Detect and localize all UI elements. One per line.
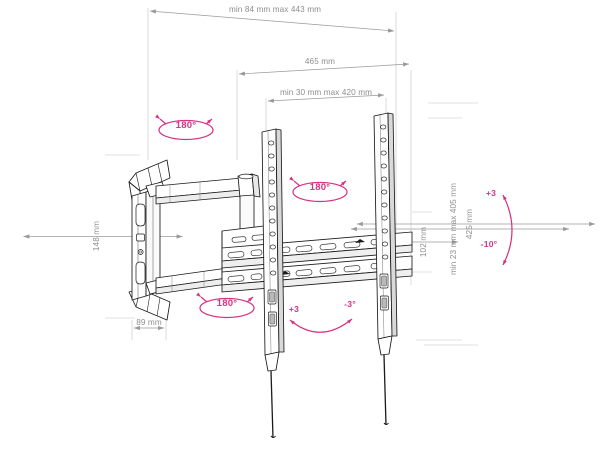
dim-label-plate-height: 148 mm bbox=[92, 221, 101, 251]
horizontal-crossbars bbox=[221, 231, 413, 293]
dim-label-plate-depth: 89 mm bbox=[136, 318, 162, 327]
vertical-rail-left bbox=[261, 128, 285, 439]
annotation-swivel-bottom: 180° bbox=[196, 292, 255, 319]
annotation-tilt-arc: +3 -10° bbox=[481, 188, 513, 266]
annotation-label-tilt-minus: -10° bbox=[481, 239, 498, 249]
vertical-rail-right bbox=[373, 112, 398, 426]
annotation-label-tilt-plus: +3 bbox=[486, 188, 496, 198]
annotation-label-swivel-bottom: 180° bbox=[217, 298, 238, 309]
dim-label-depth-max: min 84 mm max 443 mm bbox=[229, 5, 321, 14]
dim-label-vesa-height: min 23 mm max 405 mm bbox=[449, 183, 458, 275]
annotation-roll-arc: +3 -3° bbox=[289, 299, 356, 333]
dim-line-width-total bbox=[238, 62, 410, 76]
annotation-label-swivel-center: 180° bbox=[310, 182, 331, 193]
annotation-label-roll-minus: -3° bbox=[344, 299, 356, 309]
dim-label-rail-spacing: 102 mm bbox=[419, 227, 428, 257]
dim-line-depth-max bbox=[149, 9, 395, 33]
roll-arc-path bbox=[289, 318, 353, 333]
dim-line-depth-arm bbox=[267, 93, 385, 103]
annotation-swivel-top: 180° bbox=[155, 114, 214, 141]
wall-plate-assembly bbox=[128, 159, 171, 321]
tilt-arc-path bbox=[502, 194, 513, 266]
annotation-swivel-center: 180° bbox=[289, 176, 348, 203]
dim-label-rail-height: 425 mm bbox=[465, 209, 474, 239]
dim-label-depth-arm: min 30 mm max 420 mm bbox=[280, 88, 372, 97]
dim-label-width-total: 465 mm bbox=[305, 57, 335, 66]
annotation-label-swivel-top: 180° bbox=[176, 120, 197, 131]
annotation-label-roll-plus: +3 bbox=[289, 304, 299, 314]
extension-lines bbox=[105, 8, 478, 346]
